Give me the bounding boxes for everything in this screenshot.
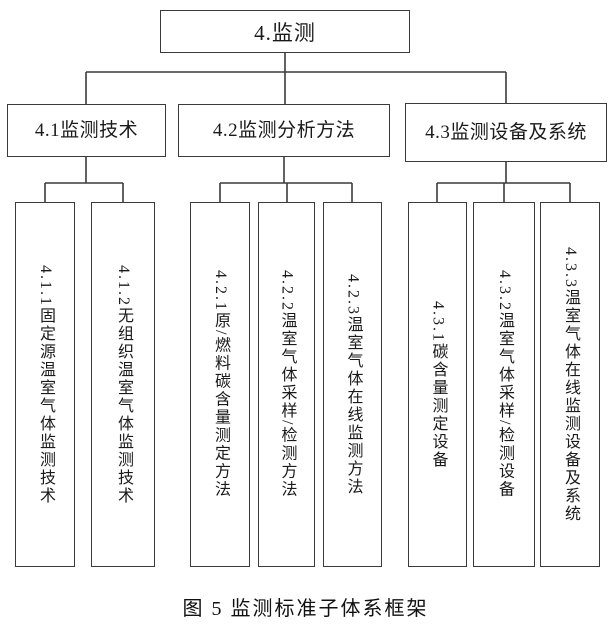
node-4-2-analysis-methods: 4.2监测分析方法 xyxy=(178,104,390,157)
node-4-3-3: 4.3.3温室气体在线监测设备及系统 xyxy=(540,202,600,567)
node-4-3-1: 4.3.1碳含量测定设备 xyxy=(408,202,467,567)
node-4-1-2: 4.1.2无组织温室气体监测技术 xyxy=(91,202,155,567)
node-label: 4.3监测设备及系统 xyxy=(425,121,587,143)
node-4-3-2: 4.3.2温室气体采样/检测设备 xyxy=(473,202,535,567)
node-4-2-3: 4.2.3温室气体在线监测方法 xyxy=(323,202,382,567)
node-label: 4.3.1碳含量测定设备 xyxy=(429,300,447,469)
node-label: 4.2监测分析方法 xyxy=(212,119,356,141)
figure-caption: 图 5 监测标准子体系框架 xyxy=(182,598,429,620)
node-label: 4.2.3温室气体在线监测方法 xyxy=(344,273,362,496)
node-4-1-1: 4.1.1固定源温室气体监测技术 xyxy=(15,202,75,567)
node-label: 4.2.2温室气体采样/检测方法 xyxy=(278,270,296,499)
node-4-2-1: 4.2.1原/燃料碳含量测定方法 xyxy=(190,202,250,567)
node-4-1-monitoring-technology: 4.1监测技术 xyxy=(7,104,166,157)
node-label: 4.3.3温室气体在线监测设备及系统 xyxy=(562,246,579,523)
node-label: 4.监测 xyxy=(254,20,316,45)
node-label: 4.3.2温室气体采样/检测设备 xyxy=(496,270,513,499)
node-label: 4.1.1固定源温室气体监测技术 xyxy=(37,264,54,505)
node-label: 4.1监测技术 xyxy=(34,119,139,141)
node-label: 4.1.2无组织温室气体监测技术 xyxy=(115,264,132,505)
node-4-2-2: 4.2.2温室气体采样/检测方法 xyxy=(258,202,315,567)
node-4-3-equipment-systems: 4.3监测设备及系统 xyxy=(405,103,607,162)
node-label: 4.2.1原/燃料碳含量测定方法 xyxy=(212,270,229,499)
node-4-monitoring: 4.监测 xyxy=(160,10,410,53)
